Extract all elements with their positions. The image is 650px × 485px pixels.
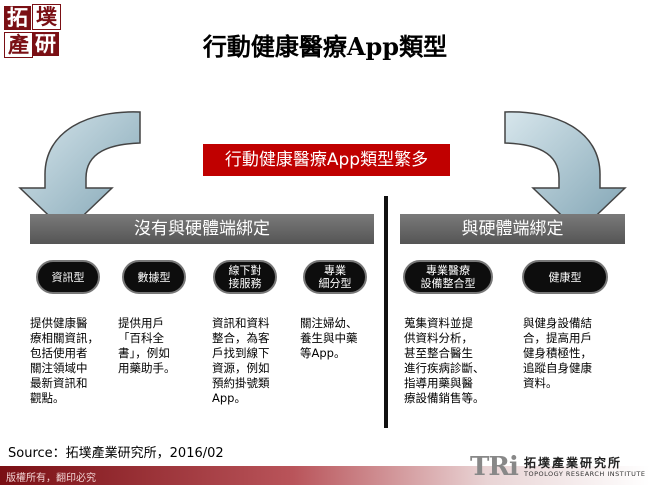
- page-title: 行動健康醫療App類型: [202, 32, 448, 61]
- category-desc-info: 提供健康醫 療相關資訊， 包括使用者 關注領域中 最新資訊和 觀點。: [30, 316, 99, 405]
- copyright-text: 版權所有，翻印必究: [6, 473, 96, 484]
- brand-logo: 拓 墣 產 研: [4, 4, 62, 58]
- category-desc-fitness: 與健身設備結 合，提高用戶 健身積極性， 追蹤自身健康 資料。: [523, 316, 592, 390]
- banner: 行動健康醫療App類型繁多: [203, 144, 450, 176]
- group-bar-bound: 與硬體端綁定: [400, 214, 625, 244]
- group-bar-unbound: 沒有與硬體端綁定: [30, 214, 374, 244]
- logo-char-4: 研: [32, 32, 59, 56]
- source-note: Source：拓墣產業研究所，2016/02: [8, 446, 224, 461]
- logo-char-1: 拓: [4, 6, 31, 30]
- logo-char-3: 產: [4, 32, 33, 58]
- category-pill-fitness: 健康型: [522, 260, 608, 294]
- vertical-divider: [384, 196, 388, 428]
- logo-char-2: 墣: [32, 4, 61, 30]
- category-pill-offline: 線下對 接服務: [213, 260, 277, 294]
- tri-mark: TRi: [470, 452, 519, 482]
- footer-strip: [0, 466, 650, 485]
- category-desc-offline: 資訊和資料 整合，為客 戶找到線下 資源，例如 預約掛號類 App。: [212, 316, 270, 405]
- tri-subtitle: TOPOLOGY RESEARCH INSTITUTE: [524, 470, 646, 478]
- category-desc-data: 提供用戶 「百科全 書」，例如 用藥助手。: [118, 316, 176, 375]
- category-pill-data: 數據型: [122, 260, 186, 294]
- left-curved-arrow-icon: [18, 111, 141, 234]
- category-desc-device: 蒐集資料並提 供資料分析， 甚至整合醫生 進行疾病診斷、 指導用藥與醫 療設備銷…: [404, 316, 485, 405]
- tri-name: 拓墣產業研究所: [524, 456, 623, 470]
- category-pill-specialized: 專業 細分型: [303, 260, 367, 294]
- category-pill-info: 資訊型: [36, 260, 100, 294]
- right-curved-arrow-icon: [504, 111, 627, 234]
- category-desc-specialized: 關注婦幼、 養生與中藥 等App。: [300, 316, 358, 360]
- tri-logo: TRi 拓墣產業研究所 TOPOLOGY RESEARCH INSTITUTE: [470, 452, 646, 484]
- category-pill-device: 專業醫療 設備整合型: [403, 260, 493, 294]
